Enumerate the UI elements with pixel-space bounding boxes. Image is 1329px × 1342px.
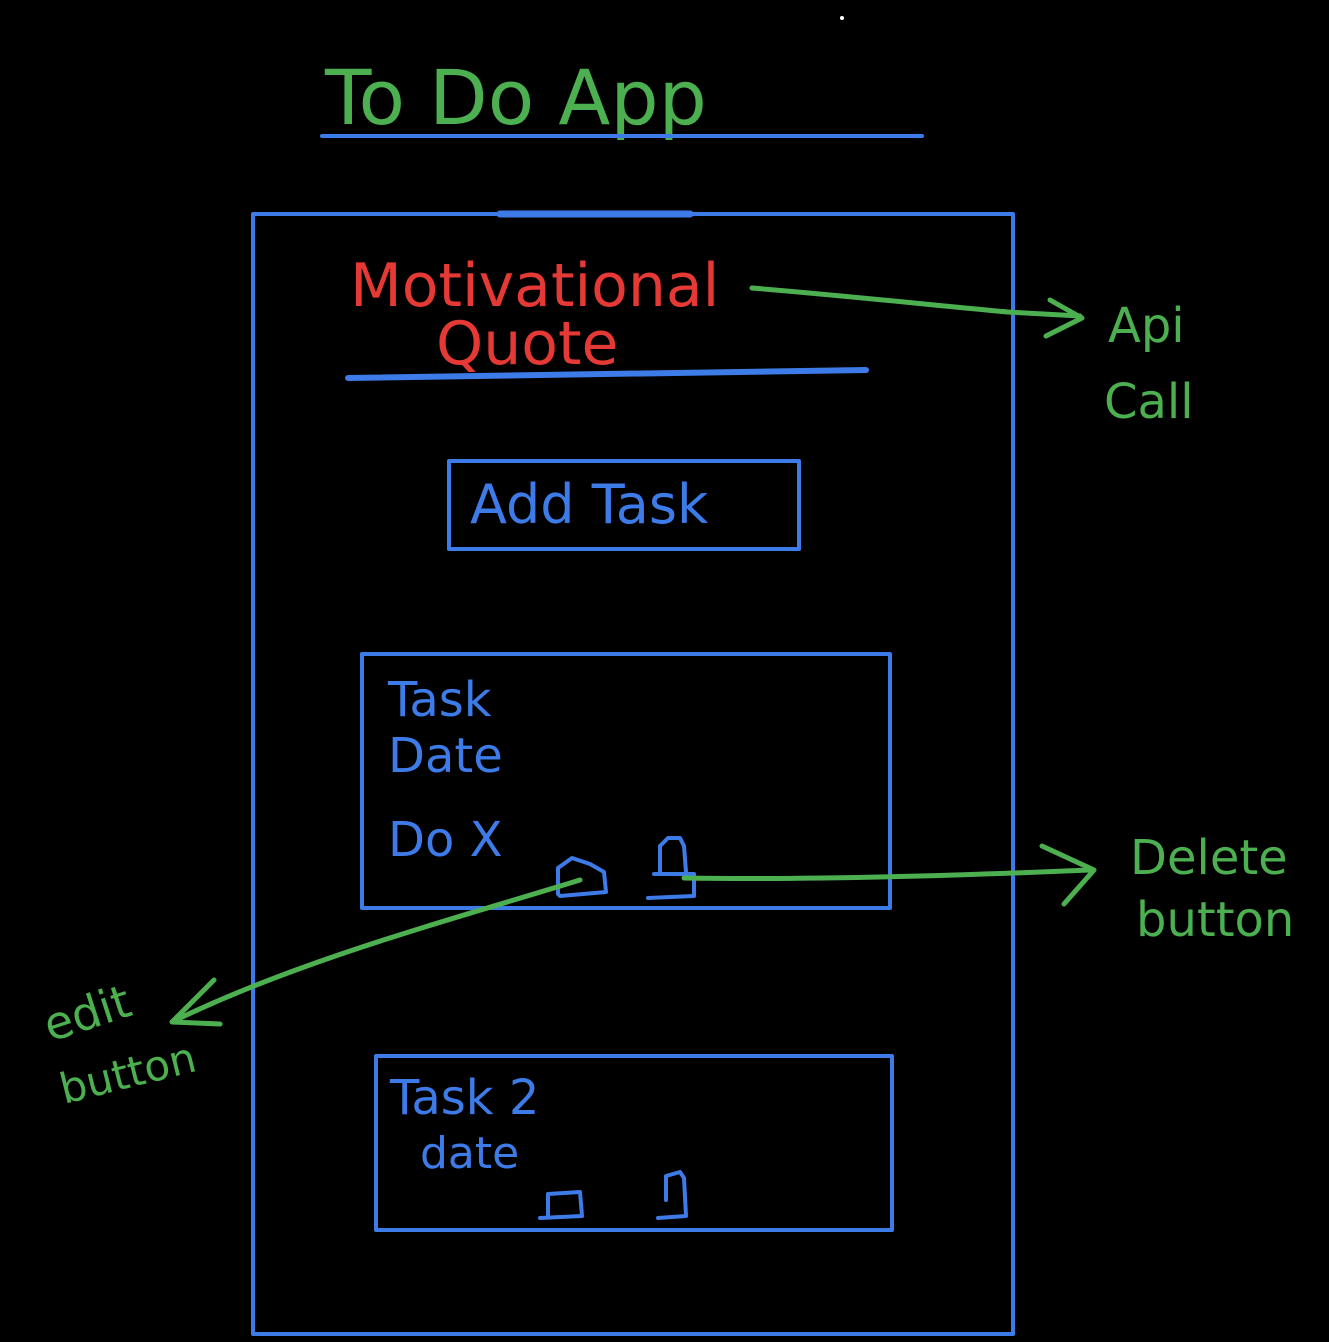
trash-icon[interactable]: [656, 1170, 688, 1220]
task-1-text: Do X: [388, 812, 502, 868]
api-arrow: [749, 285, 1085, 339]
trash-icon[interactable]: [646, 836, 696, 900]
app-frame: [251, 212, 1015, 1336]
quote-underline: [345, 367, 869, 381]
edit-icon[interactable]: [556, 856, 608, 898]
task-card-1-box: [360, 652, 892, 910]
delete-label-2: button: [1136, 892, 1294, 948]
task-card-2: Task 2 date: [374, 1054, 894, 1232]
delete-arrow: [681, 843, 1097, 907]
add-task-label[interactable]: Add Task: [470, 473, 709, 536]
edit-arrow: [169, 877, 583, 1027]
quote-line-2: Quote: [436, 309, 618, 379]
task-card-1: Task Date Do X: [360, 652, 892, 910]
stray-mark: [840, 16, 844, 20]
edit-icon[interactable]: [538, 1190, 584, 1220]
task-2-title: Task 2: [389, 1070, 539, 1126]
add-task-button-box[interactable]: [447, 459, 801, 551]
task-card-2-box: [374, 1054, 894, 1232]
edit-label-1: edit: [37, 974, 138, 1053]
task-1-title: Task: [387, 672, 492, 728]
delete-label-1: Delete: [1130, 830, 1288, 886]
task-1-date: Date: [388, 728, 503, 784]
add-task-button[interactable]: Add Task: [447, 459, 801, 551]
page-title: To Do App: [324, 53, 707, 142]
task-2-date: date: [420, 1128, 519, 1179]
api-label-1: Api: [1108, 298, 1185, 354]
quote-line-1: Motivational: [350, 251, 719, 321]
api-label-2: Call: [1104, 374, 1194, 430]
